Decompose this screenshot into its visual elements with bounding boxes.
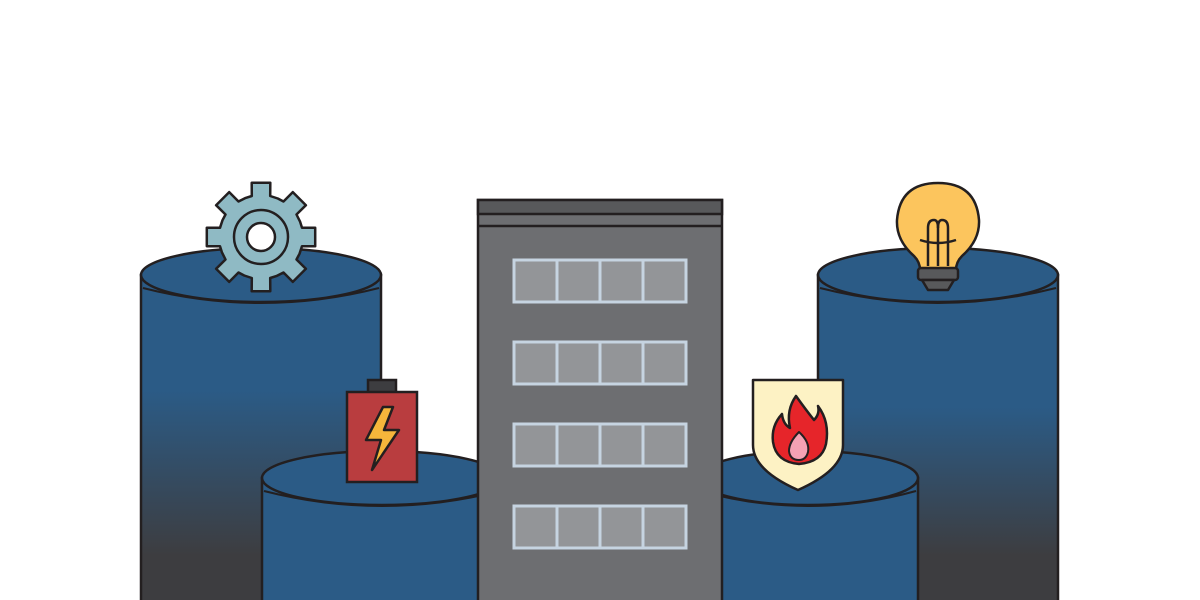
lightning-bolt-icon xyxy=(364,405,401,472)
right-short-cylinder xyxy=(696,449,920,600)
battery-icon xyxy=(345,378,419,484)
fire-shield-icon xyxy=(751,378,845,492)
building-windows xyxy=(512,258,688,550)
light-bulb-icon xyxy=(895,181,981,292)
gear-icon xyxy=(205,181,317,293)
flame-icon xyxy=(771,394,829,466)
office-building xyxy=(476,198,724,600)
